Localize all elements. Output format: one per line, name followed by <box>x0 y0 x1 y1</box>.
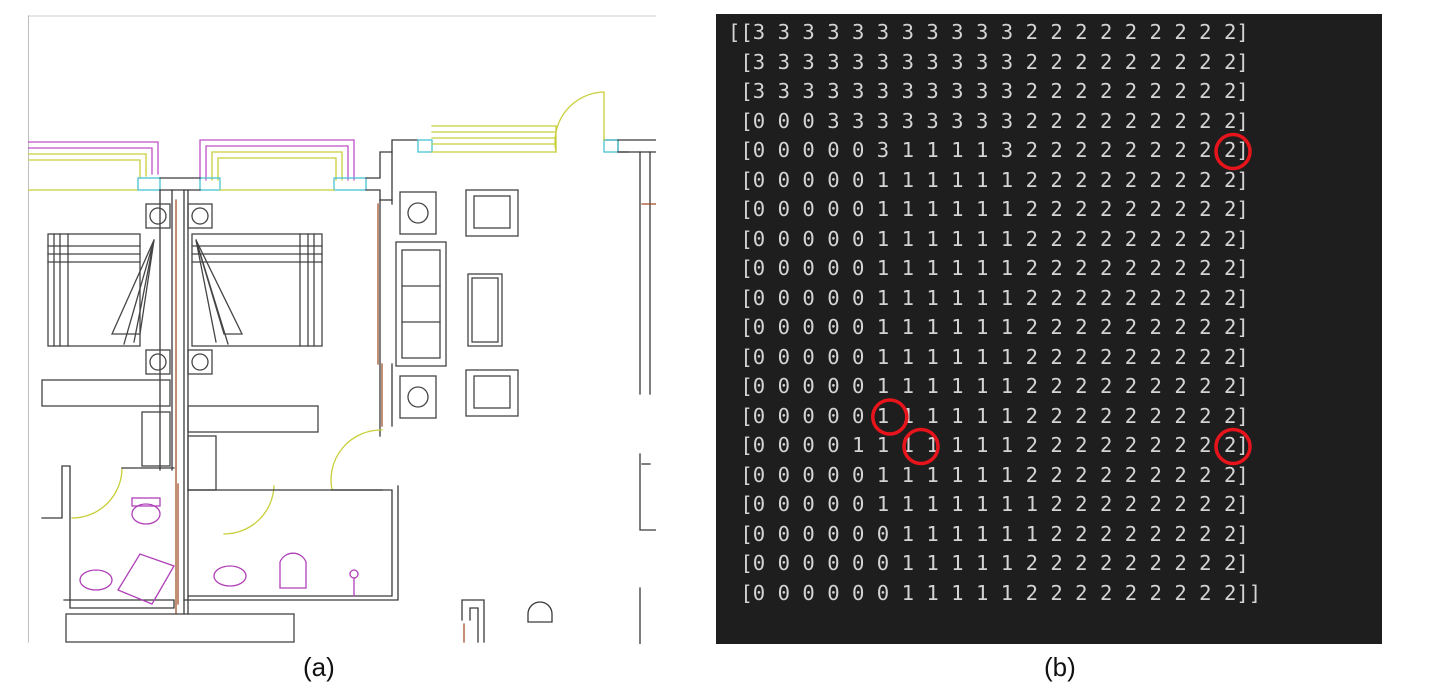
matrix-row: [3 3 3 3 3 3 3 3 3 3 3 2 2 2 2 2 2 2 2 2… <box>728 49 1249 74</box>
highlight-circle <box>1214 427 1252 466</box>
matrix-panel: [[3 3 3 3 3 3 3 3 3 3 3 2 2 2 2 2 2 2 2 … <box>716 14 1382 644</box>
bathroom-walls <box>41 465 399 609</box>
matrix-row: [0 0 0 0 0 3 1 1 1 1 3 2 2 2 2 2 2 2 2 2… <box>728 138 1249 162</box>
door-arcs <box>71 429 383 535</box>
bath-fixtures <box>79 497 359 605</box>
highlight-circle <box>1214 132 1252 171</box>
matrix-row: [0 0 0 0 0 1 1 1 1 1 1 1 2 2 2 2 2 2 2 2… <box>728 492 1249 516</box>
window-right <box>431 91 605 153</box>
caption-a: (a) <box>303 652 335 682</box>
matrix-row: [0 0 0 0 0 1 1 1 1 1 1 2 2 2 2 2 2 2 2 2… <box>728 285 1249 310</box>
matrix-row: [0 0 0 3 3 3 3 3 3 3 3 2 2 2 2 2 2 2 2 2… <box>728 108 1249 133</box>
matrix-row: [0 0 0 0 0 0 1 1 1 1 1 2 2 2 2 2 2 2 2 2… <box>728 551 1249 575</box>
bed-left <box>47 233 155 347</box>
living-furniture <box>395 189 519 417</box>
highlight-circle <box>871 398 909 436</box>
matrix-row: [0 0 0 0 0 1 1 1 1 1 1 2 2 2 2 2 2 2 2 2… <box>728 315 1249 339</box>
window-middle <box>199 139 367 191</box>
matrix-row: [0 0 0 0 0 1 1 1 1 1 1 2 2 2 2 2 2 2 2 2… <box>728 403 1249 428</box>
label-matrix: [[3 3 3 3 3 3 3 3 3 3 3 2 2 2 2 2 2 2 2 … <box>728 18 1261 608</box>
highlight-layer <box>871 132 1252 466</box>
exterior-walls <box>159 139 657 201</box>
matrix-row: [0 0 0 0 1 1 1 1 1 1 1 2 2 2 2 2 2 2 2 2… <box>728 433 1249 457</box>
floor-plan-drawing <box>27 15 657 645</box>
lamp-icons <box>145 191 437 419</box>
matrix-row: [0 0 0 0 0 0 1 1 1 1 1 2 2 2 2 2 2 2 2 2… <box>728 580 1262 605</box>
wardrobes <box>41 379 319 643</box>
matrix-row: [0 0 0 0 0 1 1 1 1 1 1 2 2 2 2 2 2 2 2 2… <box>728 374 1249 398</box>
bed-right <box>191 233 323 347</box>
partition-walls <box>159 151 657 645</box>
matrix-row: [[3 3 3 3 3 3 3 3 3 3 3 2 2 2 2 2 2 2 2 … <box>728 20 1249 44</box>
matrix-row: [0 0 0 0 0 1 1 1 1 1 1 2 2 2 2 2 2 2 2 2… <box>728 226 1249 251</box>
floor-plan-panel <box>27 14 657 645</box>
matrix-row: [0 0 0 0 0 1 1 1 1 1 1 2 2 2 2 2 2 2 2 2… <box>728 167 1249 192</box>
caption-b: (b) <box>1044 652 1076 682</box>
matrix-row: [0 0 0 0 0 1 1 1 1 1 1 2 2 2 2 2 2 2 2 2… <box>728 462 1249 487</box>
window-left <box>27 141 161 191</box>
matrix-row: [0 0 0 0 0 1 1 1 1 1 1 2 2 2 2 2 2 2 2 2… <box>728 256 1249 280</box>
matrix-row: [3 3 3 3 3 3 3 3 3 3 3 2 2 2 2 2 2 2 2 2… <box>728 79 1249 103</box>
matrix-row: [0 0 0 0 0 1 1 1 1 1 1 2 2 2 2 2 2 2 2 2… <box>728 344 1249 369</box>
lower-right-fixtures <box>461 599 553 643</box>
highlight-circle <box>902 427 940 466</box>
matrix-row: [0 0 0 0 0 0 1 1 1 1 1 1 2 2 2 2 2 2 2 2… <box>728 521 1249 546</box>
matrix-row: [0 0 0 0 0 1 1 1 1 1 1 2 2 2 2 2 2 2 2 2… <box>728 197 1249 221</box>
